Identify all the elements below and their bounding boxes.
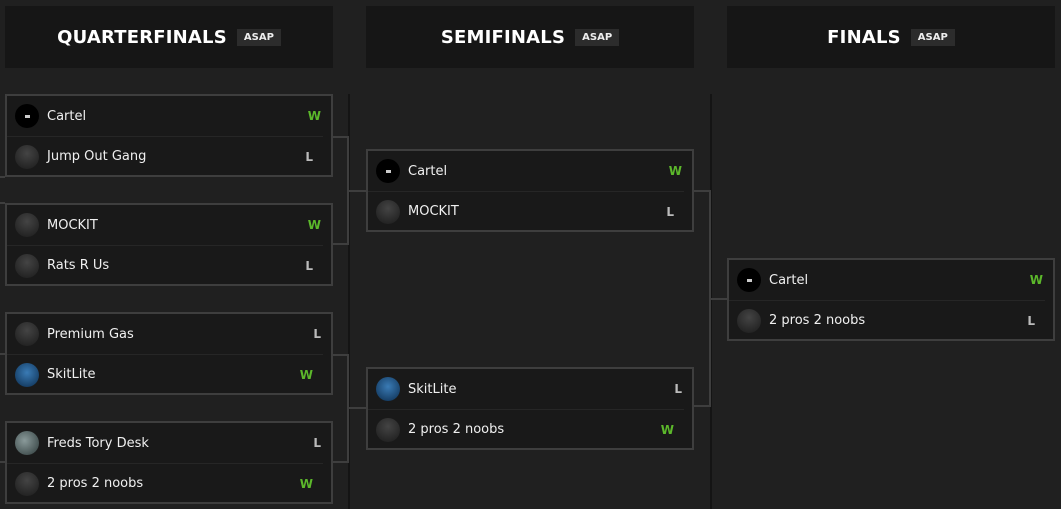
team-row[interactable]: 2 pros 2 noobs W <box>7 463 323 503</box>
team-avatar-icon <box>15 253 39 278</box>
team-name[interactable]: MOCKIT <box>408 204 459 219</box>
team-avatar-icon <box>15 431 39 455</box>
team-name[interactable]: Cartel <box>47 108 87 124</box>
match-result: W <box>307 218 321 232</box>
round-time-badge: ASAP <box>236 28 281 46</box>
team-row[interactable]: Cartel W <box>368 151 692 191</box>
team-row[interactable]: Jump Out Gang L <box>7 136 323 176</box>
team-row[interactable]: Premium Gas L <box>7 314 331 354</box>
team-row[interactable]: Cartel W <box>729 260 1053 300</box>
team-avatar-icon <box>737 308 761 333</box>
round-header-semifinals: SEMIFINALS ASAP <box>366 6 694 68</box>
team-row[interactable]: Cartel W <box>7 96 331 136</box>
team-name[interactable]: SkitLite <box>408 381 457 397</box>
team-avatar-icon <box>15 104 39 128</box>
team-avatar-icon <box>376 417 400 442</box>
team-name[interactable]: 2 pros 2 noobs <box>47 476 144 491</box>
match-result: W <box>668 164 682 178</box>
match-card[interactable]: SkitLite L 2 pros 2 noobs W <box>366 367 694 450</box>
team-row[interactable]: MOCKIT L <box>368 191 684 231</box>
team-name[interactable]: Cartel <box>769 272 809 288</box>
team-row[interactable]: MOCKIT W <box>7 205 331 245</box>
round-title: QUARTERFINALS <box>57 26 227 48</box>
match-result: L <box>1027 313 1035 328</box>
team-row[interactable]: SkitLite L <box>368 369 692 409</box>
team-name[interactable]: MOCKIT <box>47 217 98 233</box>
match-result: L <box>305 258 313 273</box>
match-result: L <box>666 204 674 219</box>
team-name[interactable]: 2 pros 2 noobs <box>769 313 866 328</box>
match-result: W <box>660 422 674 437</box>
team-avatar-icon <box>737 268 761 292</box>
team-name[interactable]: Premium Gas <box>47 326 134 342</box>
round-header-quarterfinals: QUARTERFINALS ASAP <box>5 6 333 68</box>
team-avatar-icon <box>376 377 400 401</box>
match-result: W <box>307 109 321 123</box>
match-result: L <box>313 436 321 450</box>
team-row[interactable]: 2 pros 2 noobs L <box>729 300 1045 340</box>
round-time-badge: ASAP <box>575 28 620 46</box>
team-avatar-icon <box>15 213 39 237</box>
round-time-badge: ASAP <box>910 28 955 46</box>
team-name[interactable]: Rats R Us <box>47 258 110 273</box>
match-card[interactable]: Cartel W 2 pros 2 noobs L <box>727 258 1055 341</box>
round-header-finals: FINALS ASAP <box>727 6 1055 68</box>
team-name[interactable]: Freds Tory Desk <box>47 435 149 451</box>
round-title: FINALS <box>827 26 901 48</box>
match-card[interactable]: Premium Gas L SkitLite W <box>5 312 333 395</box>
team-name[interactable]: Jump Out Gang <box>47 149 147 164</box>
match-card[interactable]: Freds Tory Desk L 2 pros 2 noobs W <box>5 421 333 504</box>
round-title: SEMIFINALS <box>440 26 566 48</box>
team-name[interactable]: Cartel <box>408 163 448 179</box>
team-name[interactable]: 2 pros 2 noobs <box>408 422 505 437</box>
match-card[interactable]: Cartel W Jump Out Gang L <box>5 94 333 177</box>
team-avatar-icon <box>376 159 400 183</box>
team-name[interactable]: SkitLite <box>47 367 96 382</box>
match-card[interactable]: Cartel W MOCKIT L <box>366 149 694 232</box>
team-avatar-icon <box>15 322 39 346</box>
team-avatar-icon <box>376 199 400 224</box>
match-result: W <box>1029 273 1043 287</box>
team-row[interactable]: Freds Tory Desk L <box>7 423 331 463</box>
team-avatar-icon <box>15 144 39 169</box>
team-avatar-icon <box>15 362 39 387</box>
team-row[interactable]: SkitLite W <box>7 354 323 394</box>
match-result: W <box>299 476 313 491</box>
team-row[interactable]: 2 pros 2 noobs W <box>368 409 684 449</box>
match-result: L <box>674 382 682 396</box>
team-avatar-icon <box>15 471 39 496</box>
match-result: L <box>313 327 321 341</box>
match-result: L <box>305 149 313 164</box>
match-result: W <box>299 367 313 382</box>
team-row[interactable]: Rats R Us L <box>7 245 323 285</box>
match-card[interactable]: MOCKIT W Rats R Us L <box>5 203 333 286</box>
